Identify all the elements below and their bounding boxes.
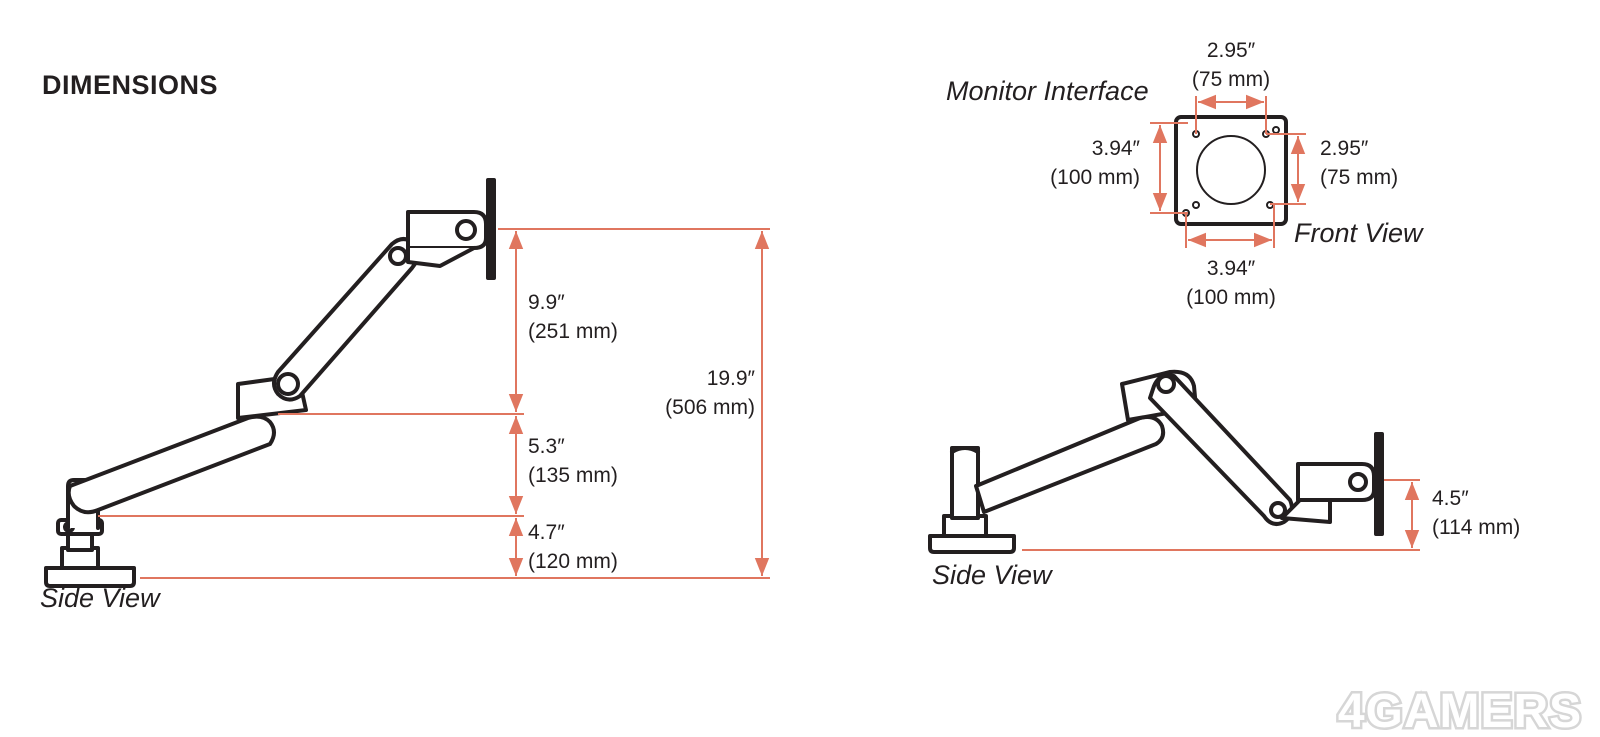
dim-label-middle: 5.3″ (135 mm) [528, 432, 618, 490]
dim-label-upper: 9.9″ (251 mm) [528, 288, 618, 346]
vesa-dim-left: 3.94″ (100 mm) [1036, 134, 1140, 192]
vesa-left-mm: (100 mm) [1050, 166, 1140, 189]
page-title: DIMENSIONS [42, 70, 219, 100]
dim-total-inches: 19.9″ [706, 367, 755, 390]
vesa-right-inches: 2.95″ [1320, 137, 1369, 160]
desk-clamp-2 [928, 534, 1016, 554]
dim-low-inches: 4.5″ [1432, 487, 1469, 510]
upper-arm-2 [1148, 373, 1294, 526]
pole-2 [950, 446, 980, 520]
monitor-plate-side-2 [1374, 432, 1384, 536]
dim-lower-mm: (120 mm) [528, 550, 618, 573]
dim-lower-inches: 4.7″ [528, 521, 565, 544]
lower-arm [66, 414, 276, 515]
dim-low-mm: (114 mm) [1432, 516, 1521, 539]
caption-side-view-right: Side View [932, 560, 1052, 590]
caption-front-view: Front View [1294, 218, 1423, 248]
svg-text:4GAMERS: 4GAMERS [1338, 685, 1582, 735]
vesa-left-inches: 3.94″ [1091, 137, 1140, 160]
dim-label-total: 19.9″ (506 mm) [655, 364, 755, 422]
vesa-right-mm: (75 mm) [1320, 166, 1399, 189]
dim-label-low: 4.5″ (114 mm) [1432, 484, 1520, 542]
dim-upper-mm: (251 mm) [528, 320, 618, 343]
lower-arm-2 [974, 415, 1166, 514]
side-view-arm-illustration [44, 178, 496, 588]
dim-label-lower: 4.7″ (120 mm) [528, 518, 618, 576]
vesa-plate [1174, 115, 1288, 226]
desk-clamp [44, 566, 136, 588]
low-dimension-lines [1022, 479, 1420, 551]
shoulder-joint [388, 246, 408, 266]
vesa-dim-top: 2.95″ (75 mm) [1181, 36, 1281, 94]
tilter-joint [455, 219, 477, 241]
caption-monitor-interface: Monitor Interface [946, 76, 1149, 106]
caption-side-view-left: Side View [40, 583, 160, 613]
vesa-top-mm: (75 mm) [1191, 68, 1271, 91]
center-hole [1196, 135, 1266, 205]
dim-middle-mm: (135 mm) [528, 464, 618, 487]
vesa-bottom-mm: (100 mm) [1186, 286, 1276, 309]
watermark-logo: 4GAMERS [1335, 683, 1583, 736]
vesa-top-inches: 2.95″ [1206, 39, 1256, 62]
elbow-joint [276, 372, 300, 396]
vesa-dim-bottom: 3.94″ (100 mm) [1176, 254, 1286, 312]
dim-middle-inches: 5.3″ [528, 435, 565, 458]
side-view-low-arm-illustration [928, 369, 1384, 554]
vesa-dimension-lines [1150, 94, 1306, 248]
vesa-dim-right: 2.95″ (75 mm) [1320, 134, 1398, 192]
side-view-dimension-lines [98, 228, 770, 579]
dim-total-mm: (506 mm) [665, 396, 755, 419]
monitor-plate-side [486, 178, 496, 280]
vesa-bottom-inches: 3.94″ [1206, 257, 1256, 280]
dim-upper-inches: 9.9″ [528, 291, 565, 314]
